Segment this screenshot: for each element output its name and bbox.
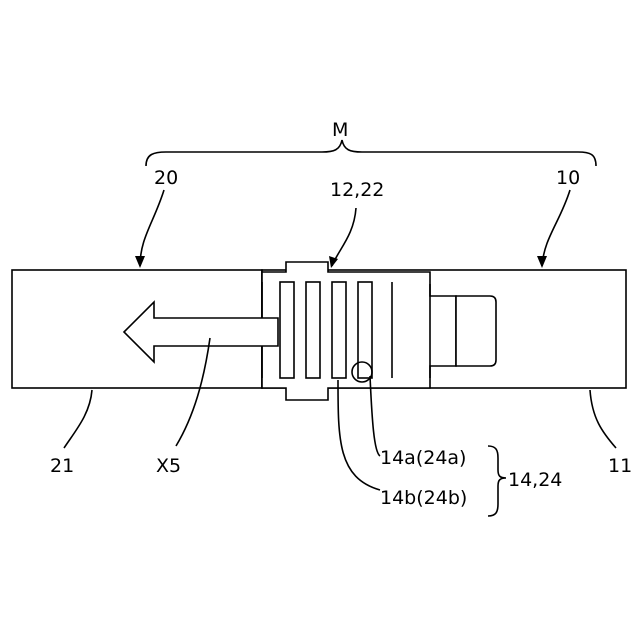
ring-3: [332, 282, 346, 378]
leader-left-body: [64, 390, 92, 448]
leader-connector: [332, 208, 356, 266]
label-ring-b: 14b(24b): [380, 487, 467, 509]
plug-tip: [456, 296, 496, 366]
leader-right-unit: [542, 190, 570, 266]
label-assembly: M: [332, 119, 348, 141]
label-right-unit: 10: [556, 167, 580, 189]
assembly-brace: [146, 140, 596, 166]
ring-1: [280, 282, 294, 378]
label-direction: X5: [156, 455, 181, 477]
label-right-body: 11: [608, 455, 632, 477]
ring-2: [306, 282, 320, 378]
leader-right-body: [590, 390, 616, 448]
arrowhead-left-unit: [135, 256, 145, 268]
label-ring-group: 14,24: [508, 469, 562, 491]
arrowhead-right-unit: [537, 256, 547, 268]
ring-group-brace: [488, 446, 506, 516]
label-left-unit: 20: [154, 167, 178, 189]
ring-4: [358, 282, 372, 378]
label-left-body: 21: [50, 455, 74, 477]
label-ring-a: 14a(24a): [380, 447, 466, 469]
leader-left-unit: [140, 190, 164, 266]
label-connector: 12,22: [330, 179, 384, 201]
